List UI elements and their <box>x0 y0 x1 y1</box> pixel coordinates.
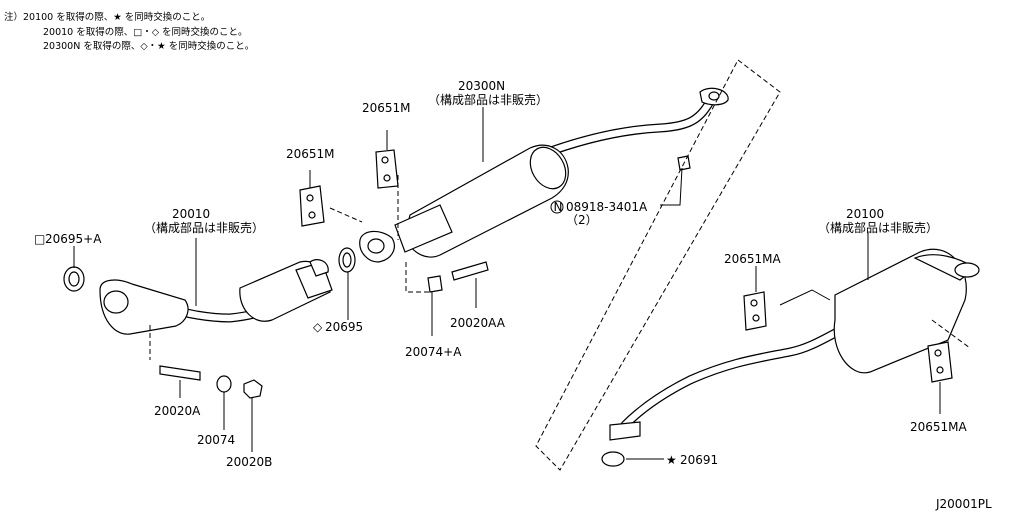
label-20010-sub: （構成部品は非販売） <box>144 220 264 235</box>
circled-n-letter: N <box>554 200 563 214</box>
label-20074-a: 20074+A <box>405 345 462 359</box>
label-08918: 08918-3401A <box>566 200 648 214</box>
label-20300n-sub: （構成部品は非販売） <box>428 92 548 107</box>
label-20074: 20074 <box>197 433 235 447</box>
diagram-id: J20001PL <box>935 497 992 511</box>
label-20651m-upper: 20651M <box>362 101 411 115</box>
hanger-20651m-upper[interactable] <box>375 149 399 189</box>
label-20020a: 20020A <box>154 404 201 418</box>
notes-block: 注）20100 を取得の際、★ を同時交換のこと。 20010 を取得の際、□・… <box>4 11 254 52</box>
sensor-guide <box>405 262 432 293</box>
center-muffler-assembly[interactable] <box>359 87 729 263</box>
part-labels: 20300N （構成部品は非販売） 20651M 20651M N 08918-… <box>34 79 992 511</box>
gasket-20695[interactable] <box>338 247 356 273</box>
label-20020b: 20020B <box>226 455 272 469</box>
hanger-20651ma-right[interactable] <box>927 341 953 383</box>
label-20300n: 20300N <box>458 79 505 93</box>
label-20010: 20010 <box>172 207 210 221</box>
nut-20074-a[interactable] <box>427 275 443 293</box>
sensor-20020a[interactable] <box>159 365 201 381</box>
label-20651ma-right: 20651MA <box>910 420 968 434</box>
label-20695-a: 20695+A <box>45 232 102 246</box>
sensor-20020aa[interactable] <box>451 261 489 281</box>
label-20695: 20695 <box>325 320 363 334</box>
hanger-guide-1 <box>329 207 363 223</box>
leader-lines <box>73 107 971 460</box>
symbol-diamond-icon: ◇ <box>313 320 323 334</box>
circled-n-icon <box>550 200 564 214</box>
nut-20074[interactable] <box>216 375 232 393</box>
symbol-star-icon: ★ <box>666 453 677 467</box>
note-line-2: 20010 を取得の際、□・◇ を同時交換のこと。 <box>43 26 248 38</box>
nut-20020b[interactable] <box>243 379 263 399</box>
label-20651ma-left: 20651MA <box>724 252 782 266</box>
label-08918-qty: （2） <box>566 213 598 227</box>
label-20020aa: 20020AA <box>450 316 506 330</box>
label-20651m-lower: 20651M <box>286 147 335 161</box>
label-20691: 20691 <box>680 453 718 467</box>
rear-muffler-assembly[interactable] <box>609 248 980 441</box>
symbol-square-icon: □ <box>34 232 45 246</box>
gasket-20695-a[interactable] <box>63 266 85 292</box>
assembly-outline <box>535 59 781 471</box>
note-line-3: 20300N を取得の際、◇・★ を同時交換のこと。 <box>43 40 254 52</box>
label-20100: 20100 <box>846 207 884 221</box>
front-converter-assembly[interactable] <box>99 259 333 335</box>
hanger-20651ma-left[interactable] <box>743 291 767 331</box>
label-20100-sub: （構成部品は非販売） <box>818 220 938 235</box>
hanger-20651m-lower[interactable] <box>299 185 325 227</box>
note-line-1: 注）20100 を取得の際、★ を同時交換のこと。 <box>4 11 210 23</box>
gasket-20691[interactable] <box>601 451 625 467</box>
